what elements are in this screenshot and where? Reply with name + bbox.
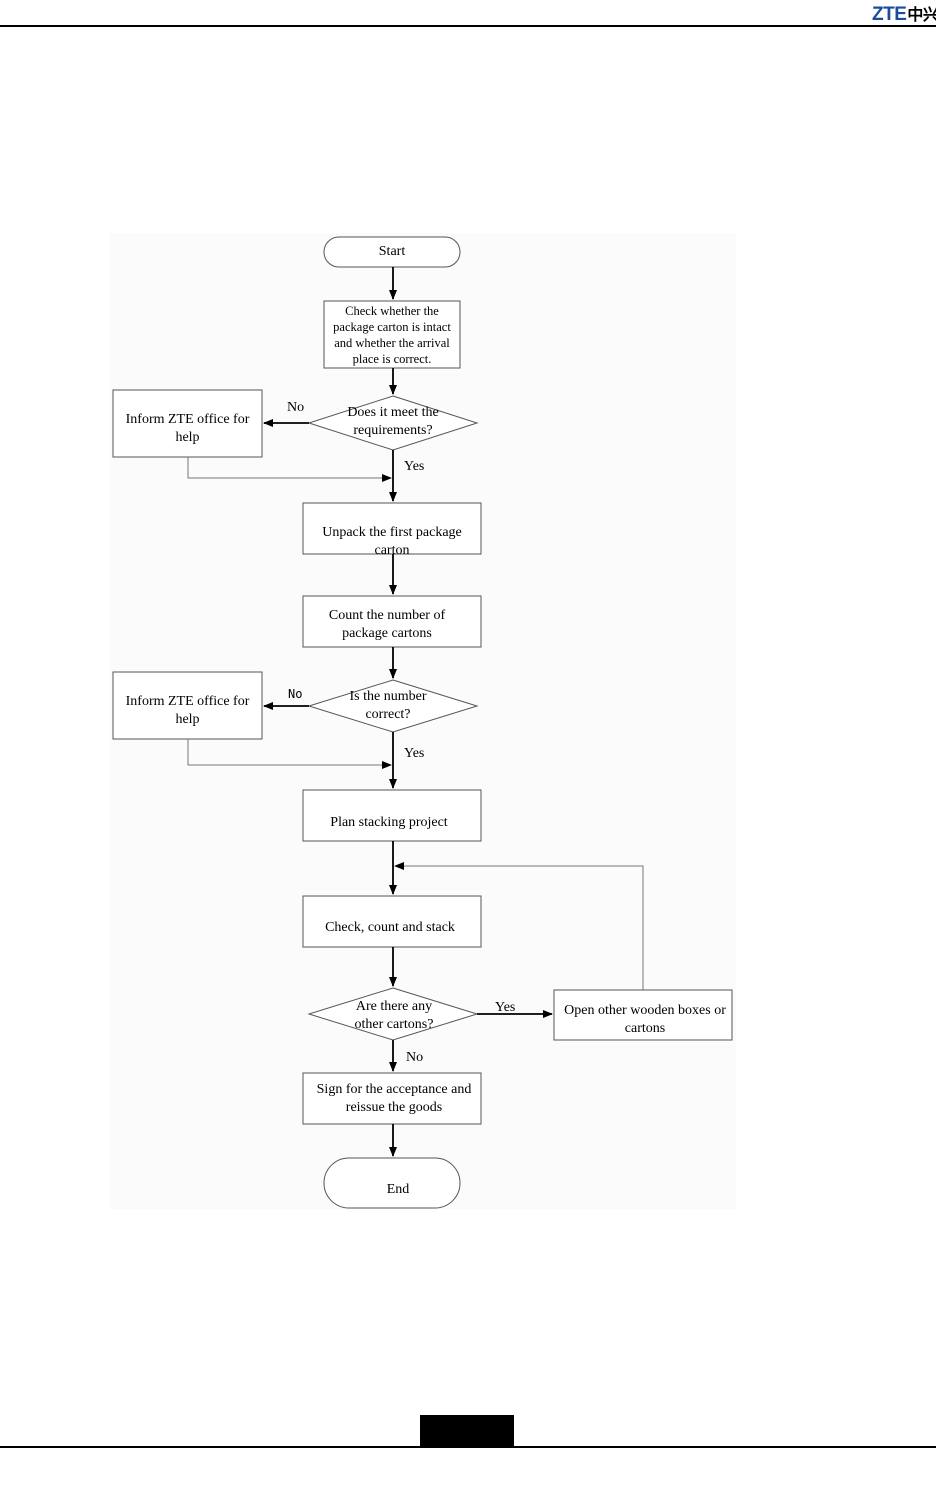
open-other-label: Open other wooden boxes or cartons: [564, 1003, 726, 1036]
count-cartons-box: [302, 595, 482, 648]
unpack-first-label: Unpack the first package carton: [322, 524, 462, 558]
count-cartons-label: Count the number of package cartons: [328, 607, 446, 641]
decision2-no-label: No: [288, 687, 303, 701]
end-label: End: [386, 1182, 410, 1197]
check-carton-box: [323, 300, 461, 369]
decision3-yes-label: Yes: [495, 1000, 516, 1015]
decision2-yes-label: Yes: [404, 746, 425, 761]
plan-stacking-label: Plan stacking project: [330, 815, 448, 830]
inform-box-1: [112, 389, 263, 458]
check-carton-label: Check whether the package carton is inta…: [333, 303, 451, 366]
start-label: Start: [378, 244, 406, 259]
decision1-no-label: No: [287, 400, 305, 415]
inform-label-1: Inform ZTE office for help: [125, 411, 250, 445]
unpack-first-box: [302, 502, 482, 555]
sign-acceptance-label: Sign for the acceptance and reissue the …: [316, 1081, 472, 1115]
number-correct-label: Is the number correct?: [349, 689, 427, 722]
header-rule: [0, 25, 936, 27]
check-count-stack-label: Check, count and stack: [325, 920, 455, 935]
end-terminal: [323, 1157, 461, 1209]
check-count-stack-box: [302, 895, 482, 948]
logo-latin: ZTE: [872, 4, 907, 25]
return-line-inform-1: [187, 457, 392, 482]
plan-stacking-box: [302, 789, 482, 842]
loop-back-line: [394, 862, 644, 990]
decision1-yes-label: Yes: [404, 459, 425, 474]
decision3-no-label: No: [406, 1050, 424, 1065]
page-number-tab: [420, 1415, 514, 1448]
other-cartons-label: Are there any other cartons?: [354, 999, 434, 1032]
start-terminal: [323, 236, 461, 268]
meets-requirements-label: Does it meet the requirements?: [347, 405, 439, 438]
sign-acceptance-box: [302, 1072, 482, 1125]
footer-rule: [0, 1446, 936, 1448]
open-other-box: [553, 989, 733, 1041]
zte-logo: ZTE中兴: [872, 1, 936, 26]
inform-label-2: Inform ZTE office for help: [125, 693, 250, 727]
return-line-inform-2: [187, 739, 392, 769]
logo-chinese: 中兴: [907, 5, 936, 24]
